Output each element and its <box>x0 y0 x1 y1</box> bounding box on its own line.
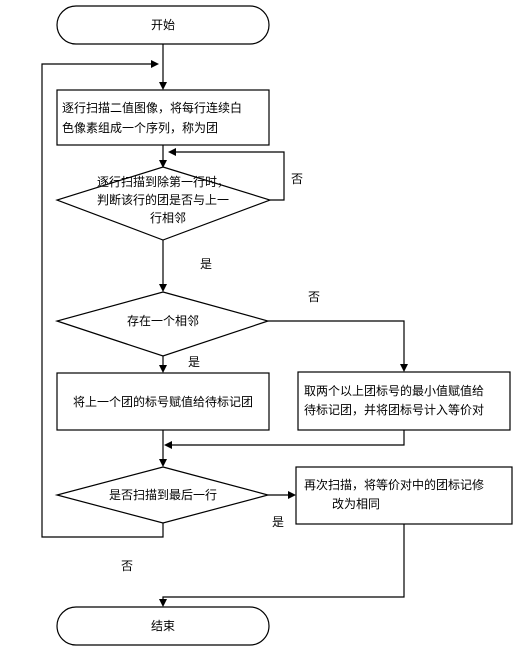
scan-label-line1: 逐行扫描二值图像，将每行连续白 <box>62 100 242 115</box>
arrowhead-adjacent-no-loop <box>168 148 176 156</box>
last-row-label: 是否扫描到最后一行 <box>109 488 217 502</box>
connector-min-label-down <box>172 430 405 446</box>
arrowhead-adjacent-check-in <box>159 160 167 168</box>
adjacent-check-decision <box>55 166 272 241</box>
edge-label-last-yes: 是 <box>272 515 284 529</box>
scan-process <box>56 89 270 146</box>
scan-label-line2: 色像素组成一个序列，称为团 <box>62 120 218 135</box>
arrowhead-last-no-loop <box>151 60 159 68</box>
arrowhead-merge <box>164 441 172 449</box>
one-adjacent-label: 存在一个相邻 <box>127 314 199 328</box>
min-label-line2: 待标记团，并将团标号计入等价对 <box>304 403 484 417</box>
rescan-process <box>295 466 513 525</box>
min-label-line1: 取两个以上团标号的最小值赋值给 <box>304 383 484 398</box>
arrowhead-rescan-in <box>288 491 296 499</box>
edge-label-adjacent-yes: 是 <box>200 257 212 271</box>
arrowhead-end-in <box>159 599 167 607</box>
arrowhead-last-row-in <box>159 459 167 467</box>
assign-label-process <box>56 372 270 431</box>
one-adjacent-decision <box>54 291 271 357</box>
min-label-process <box>297 371 511 431</box>
end-label: 结束 <box>151 619 175 633</box>
start-terminal <box>56 5 270 45</box>
arrowhead-min-label-in <box>400 364 408 372</box>
connector-one-no <box>268 320 405 364</box>
arrowhead-one-adjacent-in <box>159 284 167 292</box>
connector-last-no-loop <box>41 63 164 538</box>
end-terminal <box>56 606 270 646</box>
edge-label-one-yes: 是 <box>188 355 200 369</box>
adjacent-check-line3: 行相邻 <box>150 211 186 225</box>
connector-rescan-to-end <box>162 524 405 599</box>
edge-label-last-no: 否 <box>121 559 133 573</box>
start-label: 开始 <box>151 18 175 32</box>
adjacent-check-line2: 判断该行的团是否与上一 <box>97 192 229 207</box>
rescan-line2: 改为相同 <box>332 497 380 511</box>
rescan-line1: 再次扫描，将等价对中的团标记修 <box>304 477 484 492</box>
connector-adjacent-no-loop <box>176 151 285 201</box>
edge-label-adjacent-no: 否 <box>291 172 303 186</box>
adjacent-check-line1: 逐行扫描到除第一行时， <box>97 174 229 189</box>
arrowhead-assign-in <box>159 365 167 373</box>
last-row-decision <box>54 466 271 524</box>
arrowhead-scan-in <box>159 82 167 90</box>
assign-label-text: 将上一个团的标号赋值给待标记团 <box>73 394 253 409</box>
edge-label-one-no: 否 <box>308 290 320 304</box>
